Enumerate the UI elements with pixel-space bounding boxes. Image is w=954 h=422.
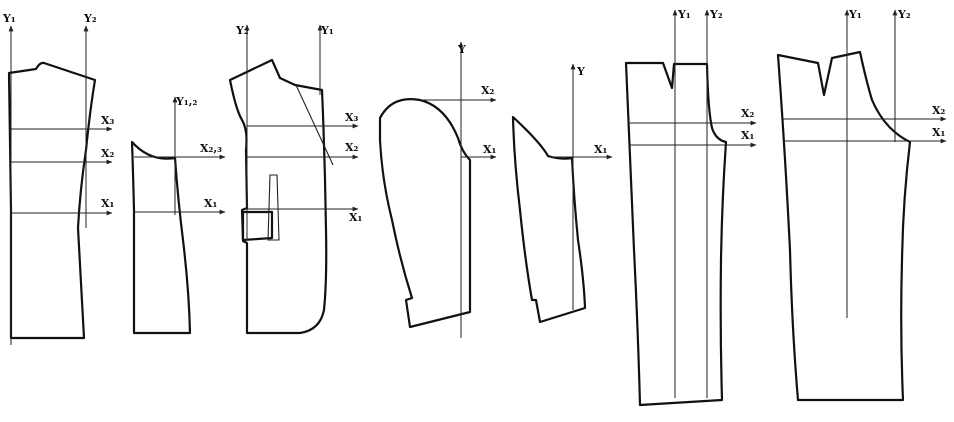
back-label-x2: X₂ — [101, 147, 115, 160]
top-sleeve-label-x1: X₁ — [483, 143, 497, 156]
trouser-front-label-y1: Y₁ — [677, 8, 691, 21]
back-label-y2: Y₂ — [83, 12, 97, 25]
top-sleeve-label-y: Y — [457, 43, 466, 56]
back-outline — [7, 61, 97, 340]
back-label-y1: Y₁ — [2, 12, 16, 25]
piece-top-sleeve: Y X₂ X₁ — [378, 41, 497, 338]
front-dart — [267, 174, 280, 241]
front-label-x2: X₂ — [345, 141, 359, 154]
trouser-front-label-x2: X₂ — [741, 107, 755, 120]
piece-back: Y₁ Y₂ X₃ X₂ X₁ — [2, 12, 115, 345]
under-sleeve-label-y: Y — [576, 65, 585, 78]
front-welt-pocket — [241, 210, 274, 242]
piece-side-panel: Y₁,₂ X₂,₃ X₁ — [130, 95, 226, 335]
front-label-x1: X₁ — [349, 211, 363, 224]
back-label-x3: X₃ — [101, 114, 115, 127]
trouser-back-label-x2: X₂ — [932, 104, 946, 117]
trouser-front-label-y2: Y₂ — [709, 8, 723, 21]
front-label-y2: Y₂ — [235, 24, 249, 37]
front-outline — [228, 58, 328, 335]
under-sleeve-label-x1: X₁ — [594, 143, 608, 156]
top-sleeve-outline — [378, 98, 472, 329]
side-panel-label-x1: X₁ — [204, 197, 218, 210]
trouser-front-label-x1: X₁ — [741, 129, 755, 142]
side-panel-label-y12: Y₁,₂ — [175, 95, 198, 108]
top-sleeve-label-x2: X₂ — [481, 84, 495, 97]
trouser-back-outline — [776, 50, 912, 402]
piece-under-sleeve: Y X₁ — [511, 63, 613, 324]
trouser-back-label-x1: X₁ — [932, 126, 946, 139]
piece-trouser-front: Y₁ Y₂ X₂ X₁ — [624, 8, 757, 407]
under-sleeve-outline — [511, 115, 587, 324]
side-panel-outline — [130, 140, 192, 335]
trouser-back-label-y1: Y₁ — [848, 8, 862, 21]
front-label-y1: Y₁ — [320, 24, 334, 37]
front-label-x3: X₃ — [345, 111, 359, 124]
piece-front: Y₂ Y₁ X₃ X₂ X₁ — [228, 24, 363, 335]
trouser-front-outline — [624, 61, 728, 407]
front-lapel-line — [295, 84, 334, 166]
side-panel-label-x23: X₂,₃ — [200, 142, 222, 155]
back-label-x1: X₁ — [101, 197, 115, 210]
trouser-back-label-y2: Y₂ — [897, 8, 911, 21]
piece-trouser-back: Y₁ Y₂ X₂ X₁ — [776, 8, 947, 402]
